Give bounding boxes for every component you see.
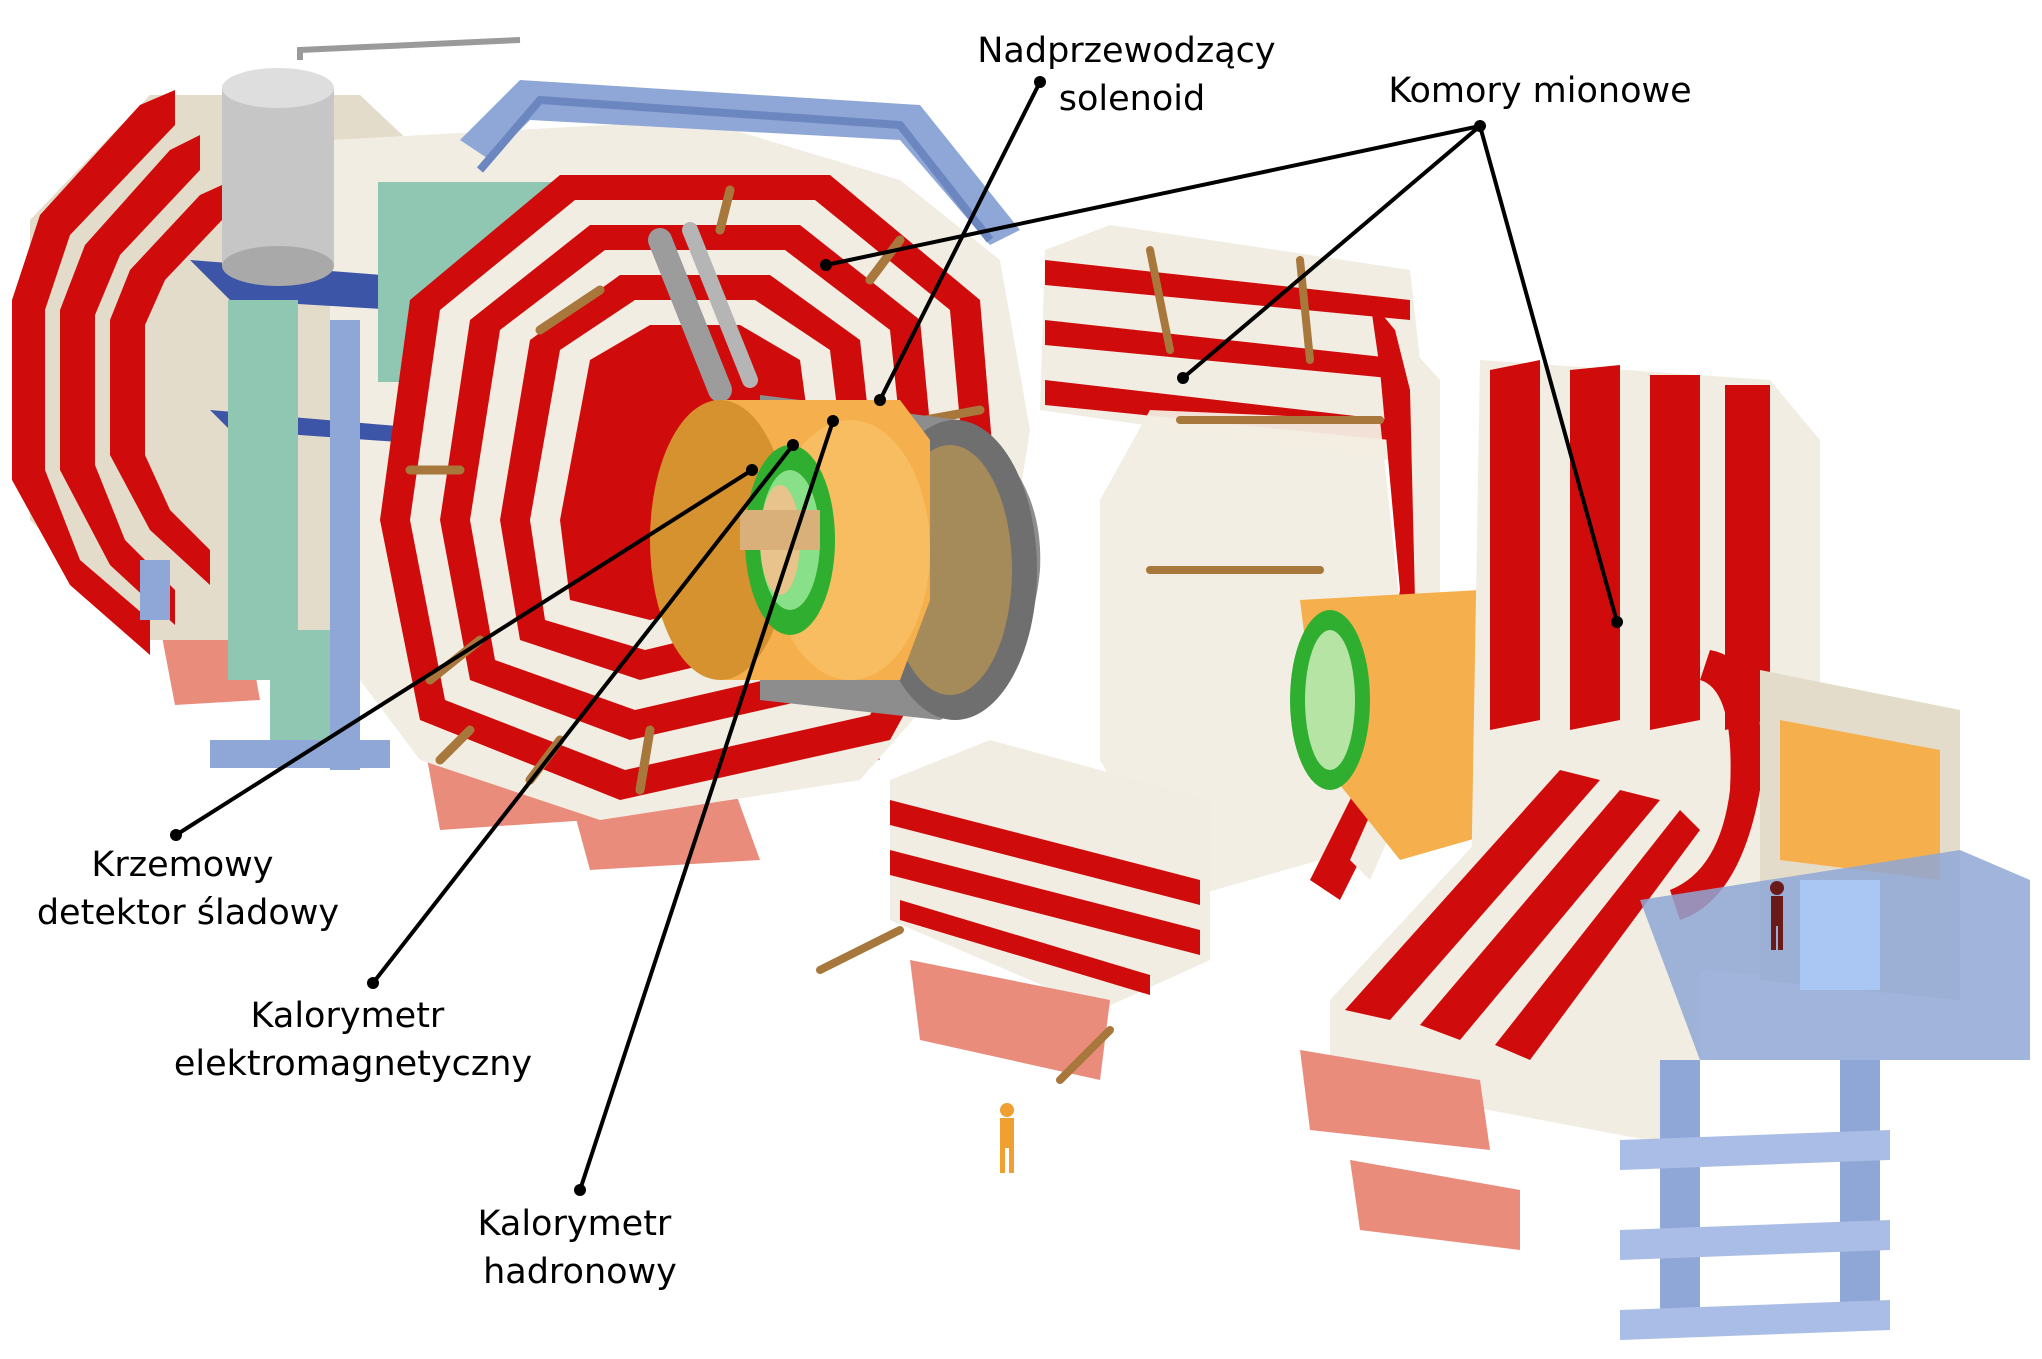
leader-hcal [578,420,835,1191]
leader-solenoid-dot-top [1034,76,1046,88]
leader-tracker [174,468,754,837]
leader-muon-dot-3 [1611,616,1623,628]
leader-ecal-dot-label [367,977,379,989]
label-solenoid: Nadprzewodzący solenoid [977,31,1287,119]
labels: Nadprzewodzący solenoid Komory mionowe K… [37,31,1692,1292]
label-tracker-line-1: Krzemowy [91,845,273,885]
leader-tracker-dot-end [746,464,758,476]
leader-lines [170,76,1623,1196]
middle-wheel-illustration [816,225,1440,1084]
leader-muon-3 [1478,125,1619,623]
leader-solenoid [878,81,1042,401]
label-ecal-line-2: elektromagnetyczny [174,1044,532,1084]
label-hcal-line-2: hadronowy [483,1252,677,1292]
label-tracker: Krzemowy detektor śladowy [37,845,339,933]
leader-muon-dot-1 [820,259,832,271]
leader-muon-1 [825,124,1481,267]
leader-tracker-dot-label [170,829,182,841]
label-ecal-line-1: Kalorymetr [251,996,445,1036]
label-solenoid-line-2: solenoid [1059,79,1205,119]
label-ecal: Kalorymetr elektromagnetyczny [174,996,532,1084]
label-hcal: Kalorymetr hadronowy [478,1204,683,1292]
label-tracker-line-2: detektor śladowy [37,893,339,933]
leader-muon-2 [1181,124,1482,380]
leader-hcal-dot-end [827,415,839,427]
leader-ecal [371,443,795,985]
leader-muon-dot-2 [1177,372,1189,384]
endcap-illustration [1290,360,2030,1340]
leader-muon-dot-hub [1474,120,1486,132]
label-solenoid-line-1: Nadprzewodzący [977,31,1275,71]
label-muon-chambers: Komory mionowe [1388,71,1691,111]
leader-ecal-dot-end [787,439,799,451]
barrel-detector-illustration [12,37,1041,1173]
label-hcal-line-1: Kalorymetr [478,1204,672,1244]
leader-solenoid-dot-end [874,394,886,406]
leader-hcal-dot-label [574,1184,586,1196]
label-muon-chambers-line-1: Komory mionowe [1388,71,1691,111]
